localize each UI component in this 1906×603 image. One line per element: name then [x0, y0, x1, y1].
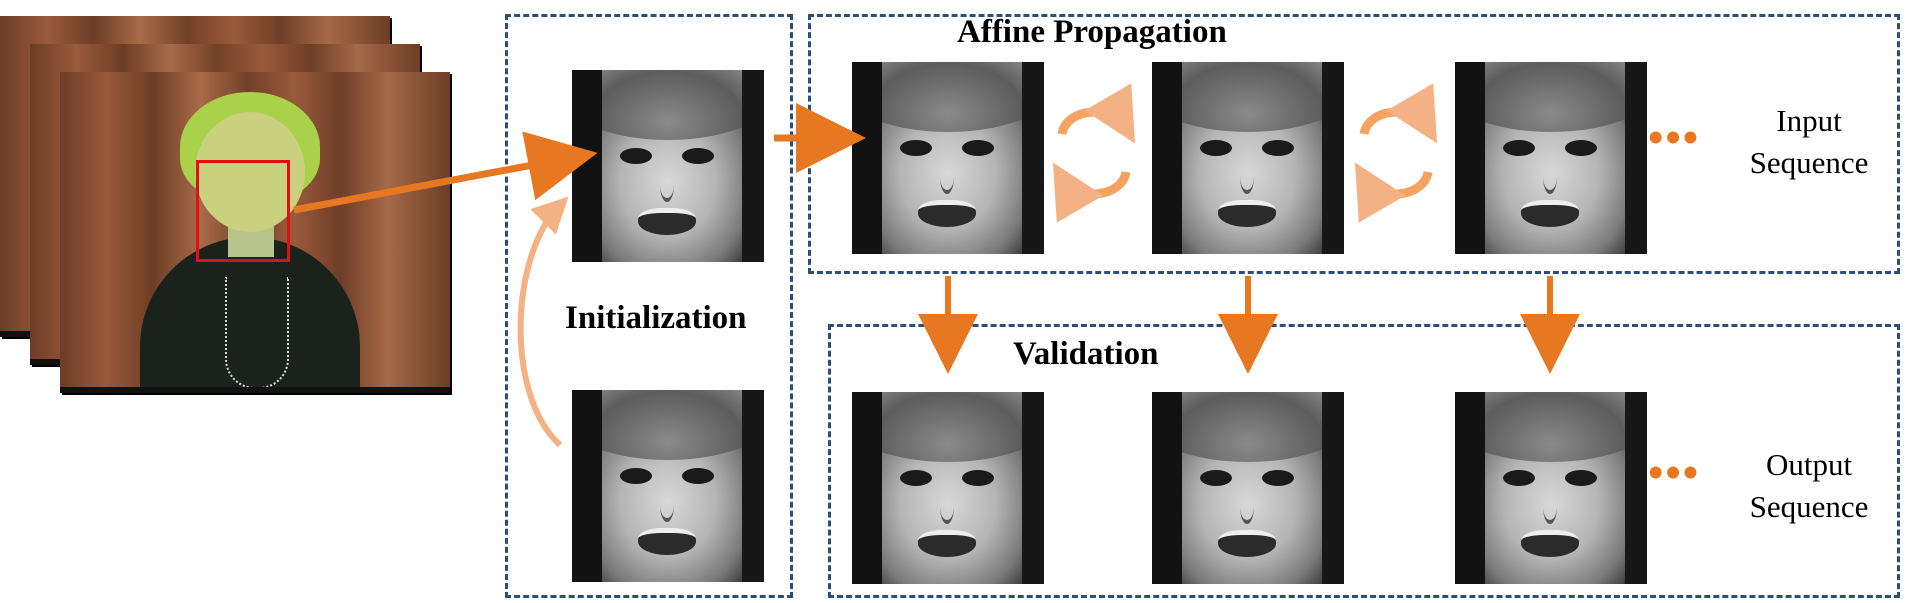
output-ellipsis: ••• — [1648, 448, 1701, 497]
validation-title: Validation — [1013, 336, 1159, 372]
person-head — [195, 112, 305, 232]
init-curve-arrow — [517, 196, 569, 448]
input-face-2 — [1152, 62, 1344, 254]
input-face-1 — [852, 62, 1044, 254]
output-sequence-label: Output Sequence — [1749, 447, 1869, 524]
cycle-icon-1 — [1052, 83, 1136, 223]
necklace — [225, 277, 289, 387]
output-face-2 — [1152, 392, 1344, 584]
affine-propagation-title: Affine Propagation — [957, 14, 1227, 50]
output-face-1 — [852, 392, 1044, 584]
output-face-3 — [1455, 392, 1647, 584]
init-face-top — [572, 70, 764, 262]
video-frame-main — [60, 72, 450, 393]
cycle-icon-2 — [1354, 83, 1438, 223]
input-sequence-label: Input Sequence — [1749, 103, 1869, 180]
initialization-title: Initialization — [565, 300, 747, 336]
initialization-panel — [505, 14, 793, 598]
input-ellipsis: ••• — [1648, 113, 1701, 162]
input-face-3 — [1455, 62, 1647, 254]
init-face-bottom — [572, 390, 764, 582]
face-detection-box — [196, 160, 290, 262]
validation-panel — [828, 324, 1900, 598]
frame-to-init-arrow — [293, 131, 598, 214]
